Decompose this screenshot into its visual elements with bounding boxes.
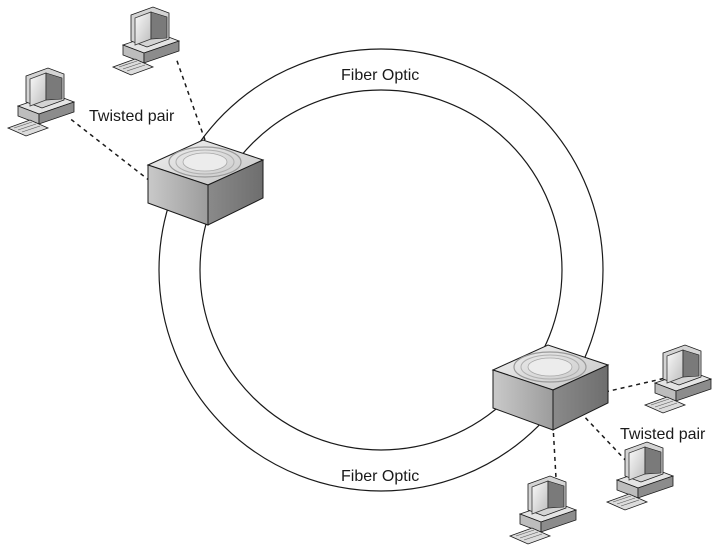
twisted-pair-label-right: Twisted pair bbox=[620, 426, 706, 443]
computer-right-mid bbox=[606, 441, 674, 511]
fiber-optic-label-bottom: Fiber Optic bbox=[341, 468, 419, 485]
twisted-pair-links bbox=[67, 57, 671, 479]
twisted-pair-label-left: Twisted pair bbox=[89, 108, 175, 125]
computer-right-top bbox=[644, 344, 712, 414]
link-hub1-computer-left bbox=[67, 116, 151, 182]
computer-bottom bbox=[509, 475, 577, 545]
computer-top bbox=[112, 6, 180, 76]
fiber-optic-label-top: Fiber Optic bbox=[341, 67, 419, 84]
link-hub1-computer-top bbox=[175, 57, 206, 141]
link-hub2-computer-bottom bbox=[552, 424, 557, 479]
fiber-ring-outer bbox=[158, 48, 604, 492]
fiber-ring-inner bbox=[199, 89, 563, 451]
hub-bottom-right bbox=[492, 344, 609, 431]
computer-left bbox=[7, 67, 75, 137]
hub-top-left bbox=[147, 139, 264, 226]
link-hub2-computer-right-top bbox=[604, 376, 671, 393]
